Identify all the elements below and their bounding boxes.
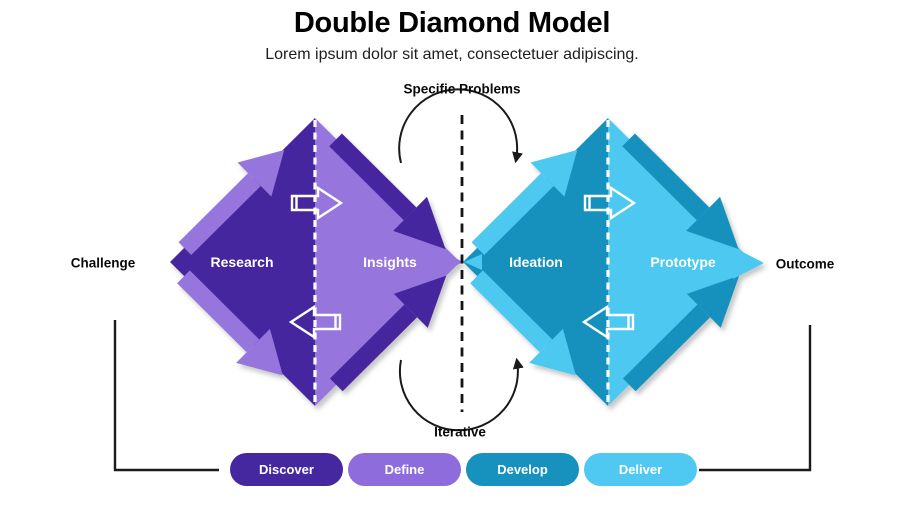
right-bracket-line: [699, 325, 812, 472]
ideation-half-shape: [463, 118, 608, 406]
converge-arrow-icon: [622, 133, 739, 250]
forward-step-arrow-icon: [290, 185, 344, 221]
phase-pill-label: Discover: [259, 462, 314, 477]
diverge-arrow-icon: [177, 270, 283, 376]
insights-half-shape: [315, 118, 460, 406]
iterate-arc-top-icon: [398, 88, 523, 164]
research-label: Research: [210, 254, 274, 270]
prototype-label: Prototype: [650, 254, 716, 270]
top-annotation: Specific Problems: [403, 81, 521, 97]
converge-arrow-icon: [329, 275, 447, 392]
phase-pill-define: Define: [348, 453, 461, 486]
left-diamond-shape: [170, 118, 463, 406]
phase-pill-discover: Discover: [230, 453, 343, 486]
iterate-arc-bottom-icon: [398, 357, 524, 432]
right-diamond-shape: [463, 118, 764, 406]
left-bracket-line: [113, 320, 219, 472]
forward-step-arrow-icon: [583, 185, 637, 221]
phase-pill-label: Deliver: [618, 462, 663, 477]
phase-pill-row: Discover Define Develop Deliver: [230, 453, 697, 486]
diverge-arrow-icon: [471, 149, 578, 256]
prototype-half-shape: [608, 118, 753, 406]
insights-label: Insights: [363, 254, 417, 270]
bottom-annotation: Iterative: [434, 424, 486, 440]
outcome-tip-shape: [733, 247, 764, 279]
converge-arrow-icon: [622, 275, 740, 392]
page-subtitle: Lorem ipsum dolor sit amet, consectetuer…: [265, 46, 639, 63]
outcome-label: Outcome: [775, 256, 835, 272]
phase-pill-label: Develop: [497, 462, 548, 477]
phase-pill-develop: Develop: [466, 453, 579, 486]
challenge-label: Challenge: [70, 255, 136, 271]
center-tip-shape: [440, 250, 463, 274]
phase-pill-label: Define: [384, 462, 425, 477]
phase-pill-deliver: Deliver: [584, 453, 697, 486]
diverge-arrow-icon: [178, 149, 285, 256]
ideation-label: Ideation: [509, 254, 563, 270]
research-half-shape: [170, 118, 315, 406]
diverge-arrow-icon: [470, 270, 576, 376]
back-step-arrow-icon: [288, 304, 342, 340]
page-title: Double Diamond Model: [293, 7, 611, 39]
center-tip-shape: [464, 254, 482, 270]
back-step-arrow-icon: [581, 304, 635, 340]
converge-arrow-icon: [329, 133, 446, 250]
